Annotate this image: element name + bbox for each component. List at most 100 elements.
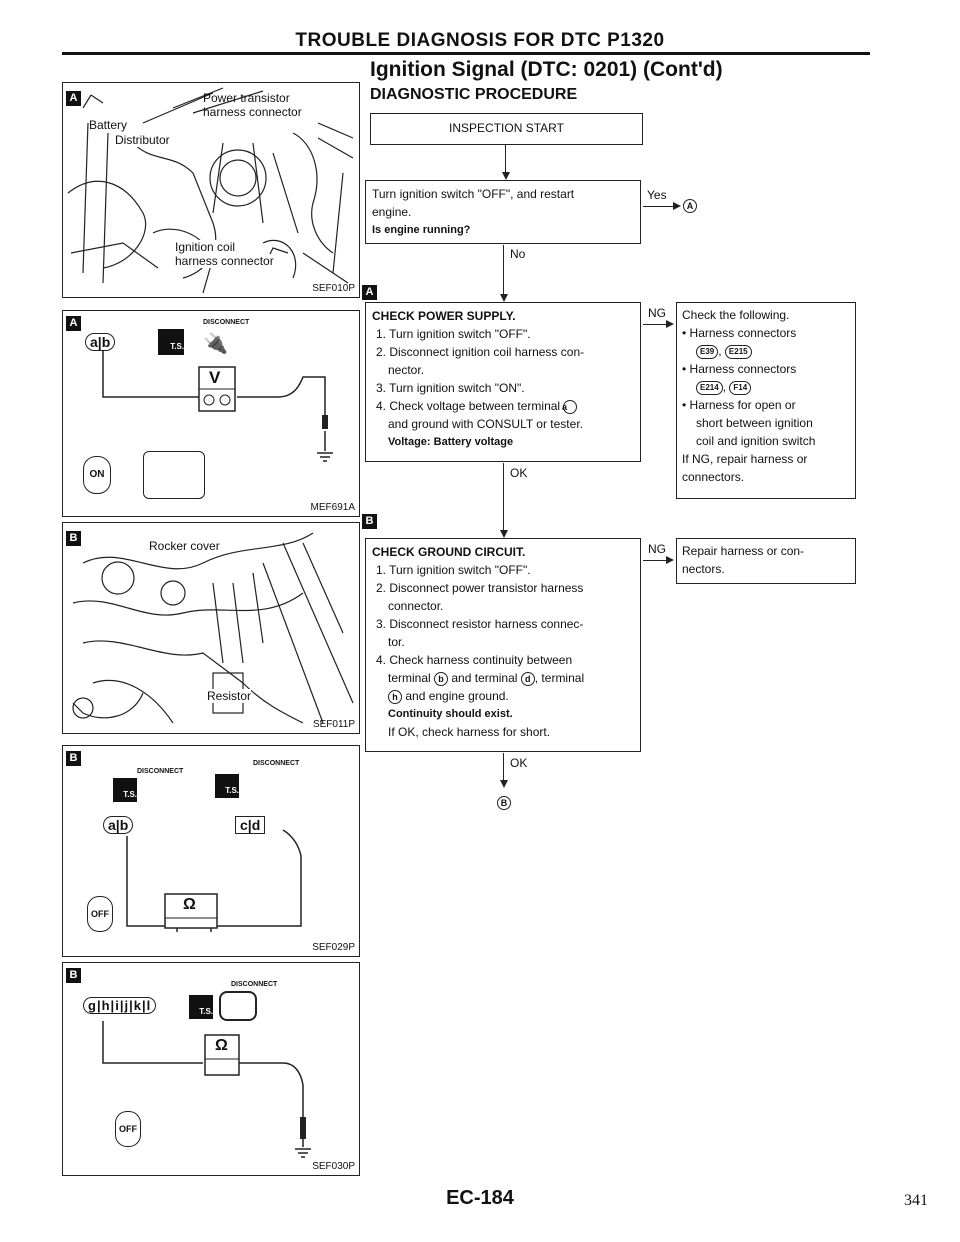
ng-line-8: connectors. bbox=[682, 470, 745, 484]
component-sensor-icon bbox=[143, 451, 205, 499]
flow-connector bbox=[503, 463, 505, 533]
ng-arrow bbox=[666, 556, 674, 564]
key-position: ON bbox=[89, 469, 105, 480]
label-rocker-cover: Rocker cover bbox=[149, 539, 220, 553]
ng-line-2: • Harness connectors bbox=[682, 326, 797, 340]
test-stand-icon: T.S. bbox=[113, 778, 137, 802]
connector-terminal-icon-2: c|d bbox=[235, 816, 266, 834]
label-power-transistor: Power transistor bbox=[203, 91, 290, 105]
step2-item-3: 3. Turn ignition switch "ON". bbox=[376, 381, 525, 395]
figure-tag: B bbox=[66, 751, 81, 766]
flow-arrow-down bbox=[500, 530, 508, 538]
key-on-icon: ON bbox=[83, 456, 111, 494]
ng-branch-line bbox=[643, 324, 669, 326]
step1-line2: engine. bbox=[372, 205, 412, 219]
ng-line-4: • Harness for open or bbox=[682, 398, 796, 412]
disconnect-label: DISCONNECT bbox=[137, 768, 184, 775]
terminal-b-ref: b bbox=[434, 671, 449, 686]
step3-item-2b: connector. bbox=[388, 599, 444, 613]
step2-spec: Voltage: Battery voltage bbox=[388, 436, 514, 448]
ng-line-1: Check the following. bbox=[682, 308, 790, 322]
ng-line-2-text: Harness connectors bbox=[689, 326, 797, 340]
step2-item-4: 4. Check voltage between terminal a bbox=[372, 397, 636, 415]
repair-harness-box: Repair harness or con- nectors. bbox=[676, 538, 856, 584]
key-off-icon: OFF bbox=[87, 896, 113, 932]
test-stand-icon-2: T.S. bbox=[215, 774, 239, 798]
connector-f14: F14 bbox=[729, 380, 752, 395]
harness-connector-icon: 🔌 bbox=[203, 333, 228, 355]
step3-item-4: 4. Check harness continuity between bbox=[376, 653, 573, 667]
terminal-b: b bbox=[101, 334, 111, 350]
step2-item-1: 1. Turn ignition switch "OFF". bbox=[376, 327, 531, 341]
step1-box: Turn ignition switch "OFF", and restart … bbox=[365, 180, 641, 244]
terminal-k: k bbox=[133, 998, 142, 1013]
figure-code: SEF029P bbox=[312, 942, 355, 953]
step3-title: CHECK GROUND CIRCUIT. bbox=[372, 545, 526, 559]
check-ground-circuit-box: CHECK GROUND CIRCUIT. 1. Turn ignition s… bbox=[365, 538, 641, 752]
ts-label: T.S. bbox=[170, 342, 184, 351]
ng-line-5: short between ignition bbox=[696, 416, 813, 430]
ng-line-4-text: Harness for open or bbox=[689, 398, 796, 412]
flow-arrow-down bbox=[500, 294, 508, 302]
terminal-i: i bbox=[115, 998, 120, 1013]
step3-item-2: 2. Disconnect power transistor harness bbox=[376, 581, 584, 595]
figure-voltage-check: A DISCONNECT a|b T.S. 🔌 V ON MEF691A bbox=[62, 310, 360, 517]
page-code: EC-184 bbox=[446, 1187, 514, 1209]
ng-line-3: • Harness connectors bbox=[682, 362, 797, 376]
ts-label: T.S. bbox=[199, 1007, 213, 1016]
ok-target-b: B bbox=[497, 796, 511, 810]
step3-spec: Continuity should exist. bbox=[388, 708, 513, 720]
inspection-start-label: INSPECTION START bbox=[449, 121, 564, 135]
figure-continuity-check-1: B DISCONNECT DISCONNECT T.S. T.S. a|b c|… bbox=[62, 745, 360, 957]
ok-label: OK bbox=[510, 756, 528, 770]
terminal-c: c bbox=[240, 817, 248, 833]
probe-wiring bbox=[126, 829, 302, 932]
figure-resistor-location: B Rocker cover Resistor SEF011P bbox=[62, 522, 360, 734]
figure-tag: B bbox=[66, 968, 81, 983]
terminal-h-ref: h bbox=[388, 689, 402, 704]
step1-line1: Turn ignition switch "OFF", and restart bbox=[372, 187, 575, 201]
terminal-a: a bbox=[108, 817, 116, 833]
step3-note: If OK, check harness for short. bbox=[388, 725, 551, 739]
yes-branch-line bbox=[643, 206, 676, 208]
ng-branch-line bbox=[643, 560, 669, 562]
ng-label: NG bbox=[648, 542, 666, 556]
step3-item-4c: h and engine ground. bbox=[372, 687, 636, 705]
ohmmeter-label: Ω bbox=[215, 1037, 228, 1054]
step3-item-3: 3. Disconnect resistor harness connec- bbox=[376, 617, 584, 631]
step2-title: CHECK POWER SUPPLY. bbox=[372, 309, 516, 323]
step2-item-2: 2. Disconnect ignition coil harness con- bbox=[376, 345, 585, 359]
figure-code: SEF011P bbox=[312, 719, 355, 730]
probe-wiring bbox=[102, 351, 333, 462]
yes-label: Yes bbox=[647, 188, 667, 202]
step2-item-4-text: 4. Check voltage between terminal bbox=[376, 399, 561, 413]
disconnect-label: DISCONNECT bbox=[203, 319, 250, 326]
terminal-l: l bbox=[146, 998, 152, 1013]
terminal-a-ref: a bbox=[562, 399, 578, 414]
label-ignition-coil: Ignition coil bbox=[175, 240, 236, 254]
label-resistor: Resistor bbox=[207, 689, 252, 703]
check-power-supply-box: CHECK POWER SUPPLY. 1. Turn ignition swi… bbox=[365, 302, 641, 462]
terminal-b: b bbox=[119, 817, 129, 833]
flow-connector bbox=[505, 145, 507, 173]
ng-label: NG bbox=[648, 306, 666, 320]
ng-line-7: If NG, repair harness or bbox=[682, 452, 808, 466]
disconnect-label: DISCONNECT bbox=[231, 981, 278, 988]
ng-connectors-1: E39, E215 bbox=[682, 342, 855, 360]
section-subtitle: Ignition Signal (DTC: 0201) (Cont'd) bbox=[370, 58, 723, 81]
harness-connector-icon bbox=[219, 991, 257, 1021]
step3-terminal-text: terminal bbox=[388, 671, 431, 685]
label-transistor-harness: harness connector bbox=[203, 105, 302, 119]
key-off-icon: OFF bbox=[115, 1111, 141, 1147]
ng-line-3-text: Harness connectors bbox=[689, 362, 797, 376]
test-stand-icon: T.S. bbox=[158, 329, 184, 355]
step2-tag: A bbox=[362, 285, 377, 300]
step3-terminal-text-2: , terminal bbox=[534, 671, 585, 685]
ng-arrow bbox=[666, 320, 674, 328]
figure-code: MEF691A bbox=[310, 502, 355, 513]
connector-e215: E215 bbox=[724, 344, 752, 359]
step3-and-terminal-text: and terminal bbox=[451, 671, 518, 685]
ng-check-box: Check the following. • Harness connector… bbox=[676, 302, 856, 499]
step3-item-1: 1. Turn ignition switch "OFF". bbox=[376, 563, 531, 577]
terminal-d: d bbox=[251, 817, 261, 833]
